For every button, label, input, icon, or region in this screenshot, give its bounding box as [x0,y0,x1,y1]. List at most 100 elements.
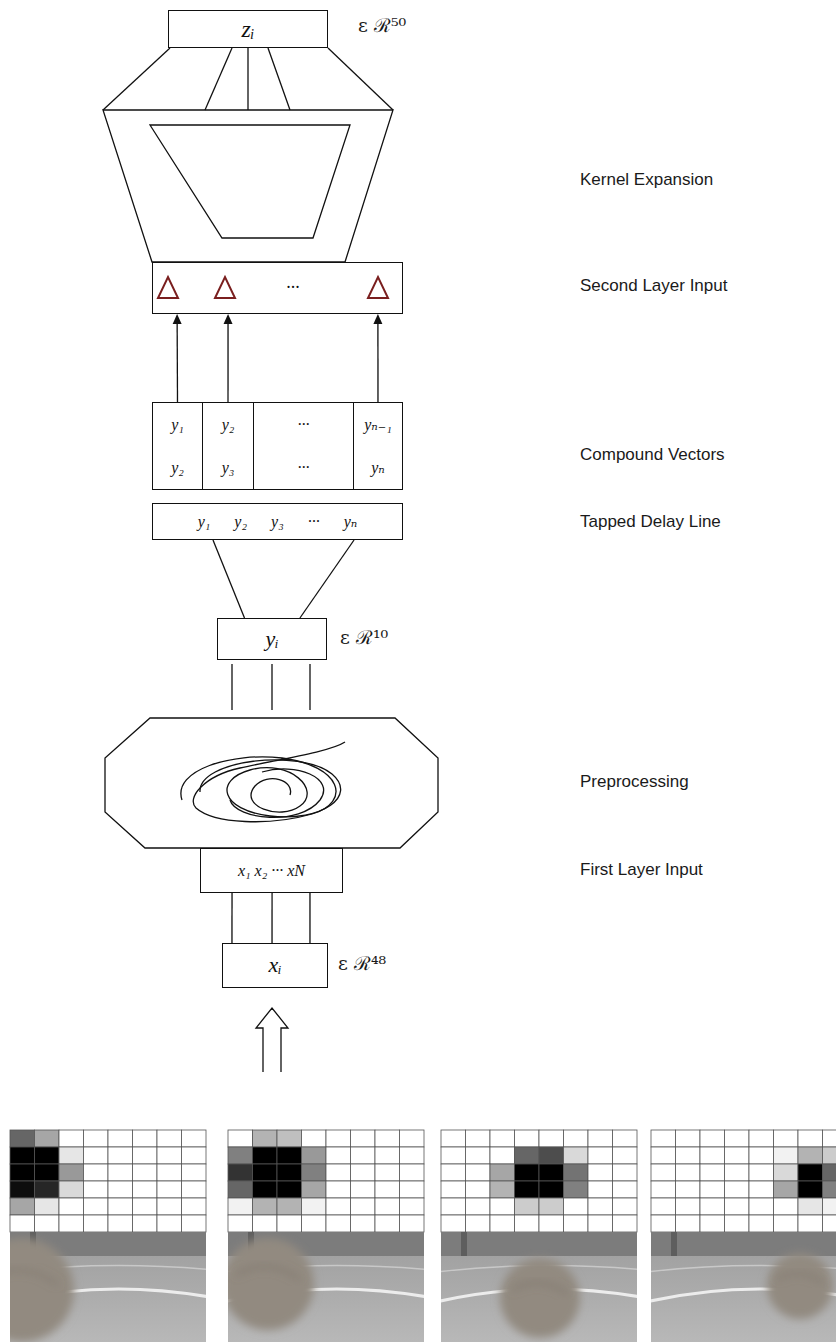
heatmap-cell [749,1181,774,1198]
heatmap-cell [59,1198,84,1215]
heatmap-cell [823,1215,836,1232]
heatmap-cell [351,1215,376,1232]
connector-stroke [377,323,378,402]
heatmap-cell [539,1181,564,1198]
heatmap-cell [798,1181,823,1198]
heatmap-cell [351,1198,376,1215]
heatmap-cell [823,1164,836,1181]
heatmap-cell [651,1147,676,1164]
vector-symbol: y₂ [222,415,235,434]
heatmap-cell [441,1215,466,1232]
heatmap-cell [539,1130,564,1147]
heatmap-cell [700,1164,725,1181]
heatmap-cell [59,1215,84,1232]
input-box: xᵢ [222,943,328,988]
heatmap-cell [375,1181,400,1198]
heatmap-cell [326,1181,351,1198]
heatmap-cell [253,1181,278,1198]
heatmap-cell [749,1130,774,1147]
heatmap-cell [157,1198,182,1215]
heatmap-cell [10,1130,35,1147]
heatmap-cell [35,1147,60,1164]
heatmap-cell [302,1147,327,1164]
vector-sequence: y₁ y₂ y₃ ··· yₙ [198,512,358,531]
heatmap-cell [490,1198,515,1215]
heatmap-cell [400,1181,425,1198]
heatmap-cell [490,1164,515,1181]
vector-symbol: yᵢ [265,626,278,652]
stage-label: Kernel Expansion [580,170,713,190]
heatmap-cell [35,1215,60,1232]
camera-photo [228,1232,424,1342]
connector-stroke [231,893,232,943]
feed-line [231,664,232,710]
heatmap-cell [277,1181,302,1198]
fan-line [205,48,232,110]
heatmap-cell [133,1130,158,1147]
heatmap-cell [564,1198,589,1215]
feed-line [271,664,272,710]
heatmap-cell [676,1198,701,1215]
heatmap-cell [466,1198,491,1215]
camera-photo [651,1232,836,1342]
heatmap-cell [302,1215,327,1232]
heatmap-cell [588,1164,613,1181]
vector-symbol: zᵢ [241,15,254,44]
heatmap-cell [157,1181,182,1198]
heatmap-cell [774,1215,799,1232]
ellipsis: ··· [298,458,310,477]
heatmap-cell [302,1181,327,1198]
vector-symbol: yₙ₋₁ [364,415,392,434]
heatmap-cell [400,1147,425,1164]
heatmap-cell [441,1181,466,1198]
heatmap-cell [351,1147,376,1164]
heatmap-cell [277,1215,302,1232]
kernel-trapezoid-outer [103,110,393,262]
scribble [200,760,341,817]
hollow-arrow [256,1008,288,1072]
heatmap-cell [515,1215,540,1232]
heatmap-cell [228,1147,253,1164]
heatmap-cell [774,1181,799,1198]
heatmap-cell [700,1181,725,1198]
heatmap-cell [35,1198,60,1215]
output-box: zᵢ [168,10,328,48]
compound-cell: yₙ₋₁ yₙ [353,402,403,490]
heatmap-cell [676,1164,701,1181]
fan-line [103,48,170,110]
heatmap-cell [108,1130,133,1147]
heatmap-cell [277,1164,302,1181]
heatmap-cell [651,1164,676,1181]
triangle-symbol [158,277,178,298]
heatmap-cell [253,1147,278,1164]
heatmap-cell [441,1164,466,1181]
heatmap-grid [651,1130,836,1232]
heatmap-cell [651,1130,676,1147]
vector-sequence: x₁ x₂ ··· xN [238,861,305,880]
stage-label: Compound Vectors [580,445,725,465]
heatmap-cell [823,1147,836,1164]
dimension-label: ε ℛ⁴⁸ [338,950,386,976]
heatmap-cell [613,1198,638,1215]
heatmap-cell [108,1164,133,1181]
connector-line [231,893,232,943]
vector-symbol: yₙ [371,458,385,477]
heatmap-cell [84,1164,109,1181]
heatmap-cell [823,1181,836,1198]
heatmap-cell [182,1215,207,1232]
scribble [230,769,324,817]
triangle-symbol [215,277,235,298]
heatmap-cell [564,1181,589,1198]
scribble [181,742,345,822]
heatmap-cell [588,1130,613,1147]
heatmap-cell [10,1181,35,1198]
heatmap-cell [133,1198,158,1215]
connector-stroke [227,323,228,402]
vector-symbol: xᵢ [268,952,281,978]
connector-line [213,540,245,618]
preprocessing-octagon [105,718,438,848]
heatmap-cell [539,1164,564,1181]
heatmap-cell [35,1181,60,1198]
heatmap-cell [302,1198,327,1215]
heatmap-cell [182,1198,207,1215]
